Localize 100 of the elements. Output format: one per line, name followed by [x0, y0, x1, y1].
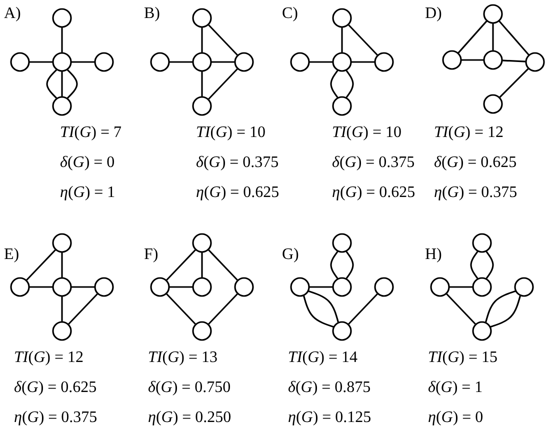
graph-vertex	[94, 52, 114, 72]
graph-edge	[46, 68, 58, 100]
graph-edge	[201, 27, 203, 53]
graph-edge	[457, 20, 488, 54]
graph-edge	[351, 61, 375, 63]
panel-letter: B)	[144, 4, 160, 24]
graph-edge	[484, 290, 516, 323]
graph-vertex	[290, 52, 310, 72]
graph-edge	[309, 286, 333, 288]
index-value: η(G) = 0.375	[14, 408, 98, 428]
graph-vertex	[332, 277, 352, 297]
graph-edge	[71, 61, 95, 63]
graph-edge	[449, 286, 473, 288]
index-value: δ(G) = 0.375	[332, 153, 415, 173]
index-value: η(G) = 0.625	[332, 183, 416, 203]
graph-edge	[348, 292, 378, 326]
graph-vertex	[192, 52, 212, 72]
graph-edge	[29, 61, 53, 63]
graph-vertex	[192, 233, 212, 253]
graph-vertex	[332, 96, 352, 116]
graph-vertex	[10, 277, 30, 297]
index-value: TI(G) = 10	[332, 123, 402, 143]
graph-edge	[201, 252, 203, 278]
graph-edge	[208, 68, 238, 100]
graph-vertex	[374, 52, 394, 72]
panel-letter: F)	[144, 245, 158, 265]
index-value: TI(G) = 10	[196, 123, 266, 143]
graph-edge	[29, 286, 53, 288]
index-value: δ(G) = 0	[60, 153, 115, 173]
graph-edge	[498, 68, 530, 98]
panel-letter: D)	[425, 4, 442, 24]
index-value: η(G) = 0.625	[196, 183, 280, 203]
graph-edge	[61, 27, 63, 53]
panel-letter: A)	[4, 4, 21, 24]
graph-vertex	[52, 321, 72, 341]
graph-vertex	[374, 277, 394, 297]
panel-letter: C)	[282, 4, 298, 24]
index-value: TI(G) = 7	[60, 123, 122, 143]
index-value: η(G) = 0.250	[148, 408, 232, 428]
graph-vertex	[472, 321, 492, 341]
graph-edge	[26, 248, 56, 282]
graph-edge	[446, 292, 476, 326]
index-value: TI(G) = 15	[428, 348, 498, 368]
graph-vertex	[52, 233, 72, 253]
index-value: δ(G) = 1	[428, 378, 483, 398]
graph-vertex	[94, 277, 114, 297]
graph-vertex	[150, 277, 170, 297]
graph-vertex	[52, 8, 72, 28]
index-value: η(G) = 0.375	[434, 183, 518, 203]
graph-vertex	[430, 277, 450, 297]
graph-vertex	[290, 277, 310, 297]
graph-vertex	[332, 321, 352, 341]
graph-edge	[61, 252, 63, 278]
graph-edge	[341, 27, 343, 53]
graph-edge	[61, 71, 63, 97]
panel-letter: H)	[425, 245, 442, 265]
index-value: TI(G) = 12	[14, 348, 84, 368]
graph-vertex	[525, 52, 545, 72]
graph-edge	[166, 292, 196, 326]
graph-edge	[71, 286, 95, 288]
graph-edge	[211, 61, 235, 63]
graph-edge	[61, 296, 63, 322]
graph-edge	[492, 23, 494, 51]
graph-vertex	[234, 52, 254, 72]
graph-vertex	[472, 277, 492, 297]
panel-letter: G)	[282, 245, 299, 265]
graph-vertex	[192, 277, 212, 297]
graph-edge	[208, 248, 238, 282]
index-value: δ(G) = 0.625	[14, 378, 97, 398]
graph-edge	[66, 68, 78, 100]
graph-edge	[169, 286, 193, 288]
graph-vertex	[514, 277, 534, 297]
graph-edge	[490, 295, 522, 328]
graph-edge	[485, 250, 494, 280]
graph-edge	[502, 60, 526, 62]
index-value: η(G) = 0	[428, 408, 484, 428]
graph-edge	[201, 71, 203, 97]
graph-vertex	[332, 8, 352, 28]
graph-vertex	[332, 233, 352, 253]
index-value: δ(G) = 0.375	[196, 153, 279, 173]
panel-letter: E)	[4, 245, 20, 265]
graph-vertex	[52, 96, 72, 116]
graph-edge	[308, 290, 340, 323]
graph-vertex	[150, 52, 170, 72]
graph-vertex	[234, 277, 254, 297]
index-value: TI(G) = 13	[148, 348, 218, 368]
graph-edge	[461, 59, 484, 61]
graph-edge	[330, 250, 339, 280]
graph-edge	[309, 61, 333, 63]
graph-vertex	[483, 4, 503, 24]
graph-vertex	[192, 321, 212, 341]
graph-edge	[166, 248, 196, 282]
graph-edge	[330, 70, 339, 98]
graph-vertex	[332, 52, 352, 72]
graph-edge	[498, 20, 530, 56]
graph-edge	[345, 250, 354, 280]
graph-vertex	[52, 277, 72, 297]
graph-vertex	[483, 94, 503, 114]
graph-edge	[208, 24, 238, 56]
index-value: δ(G) = 0.750	[148, 378, 231, 398]
